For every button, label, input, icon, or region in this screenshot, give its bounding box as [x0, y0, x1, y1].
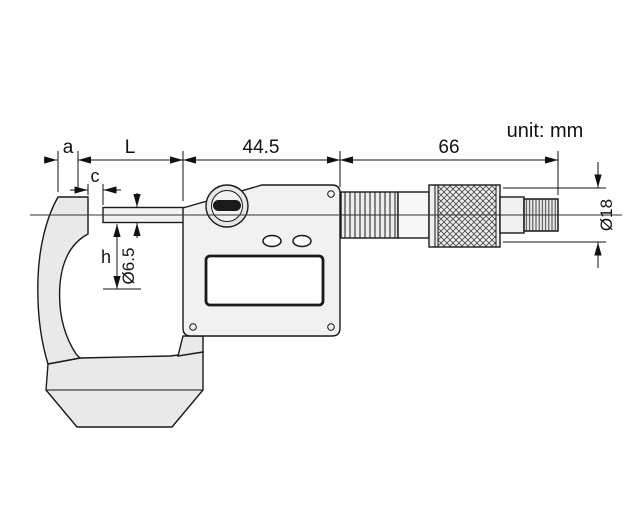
dim-label-dia18: Ø18 — [597, 199, 616, 231]
function-button-2 — [292, 234, 312, 248]
dim-label-66: 66 — [438, 137, 459, 158]
dim-label-c: c — [91, 166, 100, 186]
screw-icon — [189, 323, 197, 331]
dim-label-L: L — [125, 137, 136, 158]
dimension-annotations: a L 44.5 66 c h Ø6.5 Ø18 unit: mm — [44, 120, 616, 290]
screw-icon — [327, 323, 335, 331]
dim-label-a: a — [63, 137, 74, 158]
micrometer-drawing — [30, 184, 622, 428]
unit-note: unit: mm — [507, 120, 584, 142]
dim-label-dia6-5: Ø6.5 — [119, 248, 138, 285]
extension-lines-dia18 — [503, 187, 606, 243]
dim-label-44-5: 44.5 — [243, 137, 280, 158]
dial-slot — [213, 200, 241, 211]
screw-icon — [327, 190, 335, 198]
frame-arm-anvil — [37, 196, 89, 365]
extension-lines-c — [87, 184, 104, 205]
function-button-1 — [262, 234, 282, 248]
thimble-knurl — [437, 184, 497, 248]
frame-body-connector — [177, 335, 204, 357]
lcd-display — [204, 254, 325, 307]
extension-lines-top — [57, 151, 559, 201]
dim-label-h: h — [101, 247, 111, 267]
